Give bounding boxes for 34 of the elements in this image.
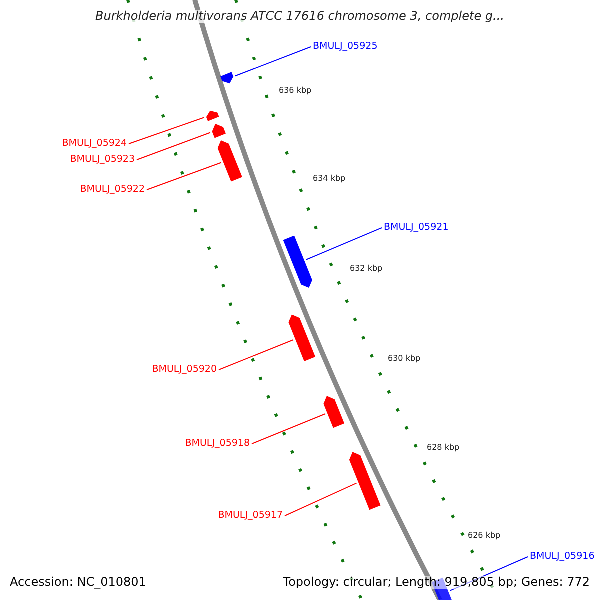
gene-feature xyxy=(212,124,226,138)
genome-info-text: Topology: circular; Length: 919,805 bp; Genes: 772 xyxy=(283,576,590,589)
gene-label: BMULJ_05925 xyxy=(313,40,378,53)
gene-label: BMULJ_05917 xyxy=(218,509,283,522)
gene-label: BMULJ_05923 xyxy=(70,153,135,166)
leader-line xyxy=(146,162,222,190)
leader-line xyxy=(234,46,312,77)
leader-line xyxy=(218,339,294,370)
tick-label: 632 kbp xyxy=(350,263,383,275)
gene-feature xyxy=(283,236,312,288)
gene-feature xyxy=(218,140,242,182)
gene-label: BMULJ_05924 xyxy=(62,137,127,150)
leader-line xyxy=(128,117,205,144)
gene-label: BMULJ_05918 xyxy=(185,437,250,450)
tick-label: 628 kbp xyxy=(427,442,460,454)
accession-text: Accession: NC_010801 xyxy=(10,576,146,589)
gene-feature xyxy=(220,72,234,84)
leader-line xyxy=(450,556,528,592)
tick-label: 636 kbp xyxy=(279,85,312,97)
tick-label: 626 kbp xyxy=(468,530,501,542)
gene-label: BMULJ_05922 xyxy=(80,183,145,196)
tick-label: 634 kbp xyxy=(313,173,346,185)
gene-feature xyxy=(288,314,316,362)
tick-label: 630 kbp xyxy=(388,353,421,365)
gene-feature xyxy=(324,396,345,428)
leader-line xyxy=(136,132,211,160)
leader-line xyxy=(252,414,326,444)
gene-feature xyxy=(349,452,381,510)
gene-label: BMULJ_05916 xyxy=(530,550,595,563)
leader-line xyxy=(284,482,358,516)
leader-line xyxy=(306,228,382,260)
gene-label: BMULJ_05920 xyxy=(152,363,217,376)
gene-feature xyxy=(206,110,220,122)
gene-label: BMULJ_05921 xyxy=(384,221,449,234)
